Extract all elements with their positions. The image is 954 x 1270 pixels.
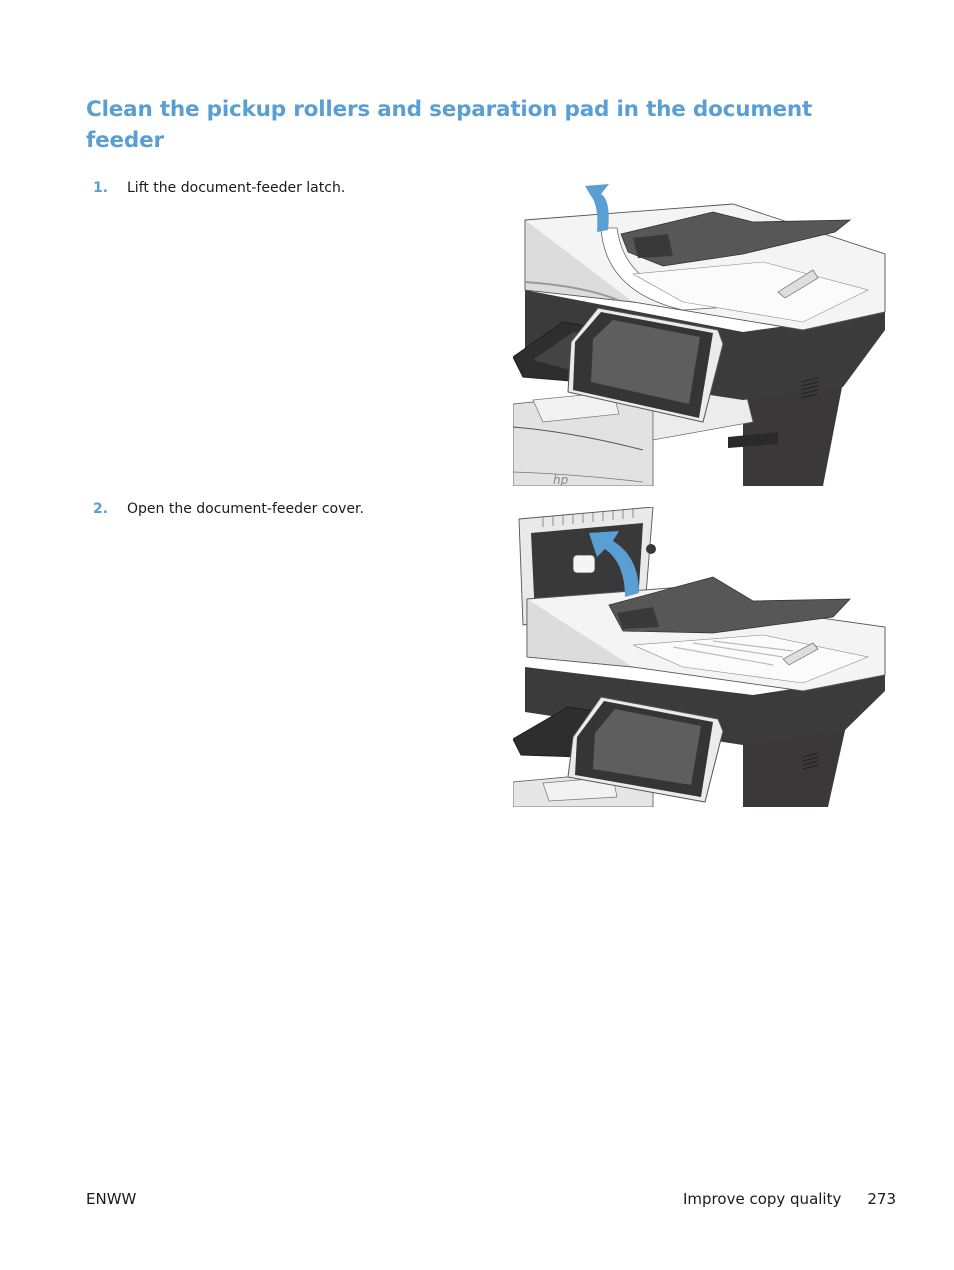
page-number: 273 [867, 1190, 896, 1208]
footer-section-name: Improve copy quality [683, 1190, 842, 1208]
step-text: Lift the document-feeder latch. [127, 180, 346, 196]
step-text: Open the document-feeder cover. [127, 501, 364, 517]
footer-doc-code: ENWW [86, 1190, 137, 1208]
step-number: 2. [93, 501, 109, 517]
svg-text:hp: hp [553, 473, 569, 486]
printer-icon: hp [513, 184, 886, 486]
printer-icon [513, 507, 886, 807]
printer-latch-lift-illustration: hp [513, 182, 887, 486]
open-arrow-icon [589, 531, 639, 597]
printer-cover-open-illustration [513, 507, 887, 807]
lift-arrow-icon [585, 184, 609, 232]
footer-section: Improve copy quality 273 [683, 1189, 896, 1209]
section-title: Clean the pickup rollers and separation … [86, 97, 813, 153]
step-number: 1. [93, 180, 109, 196]
